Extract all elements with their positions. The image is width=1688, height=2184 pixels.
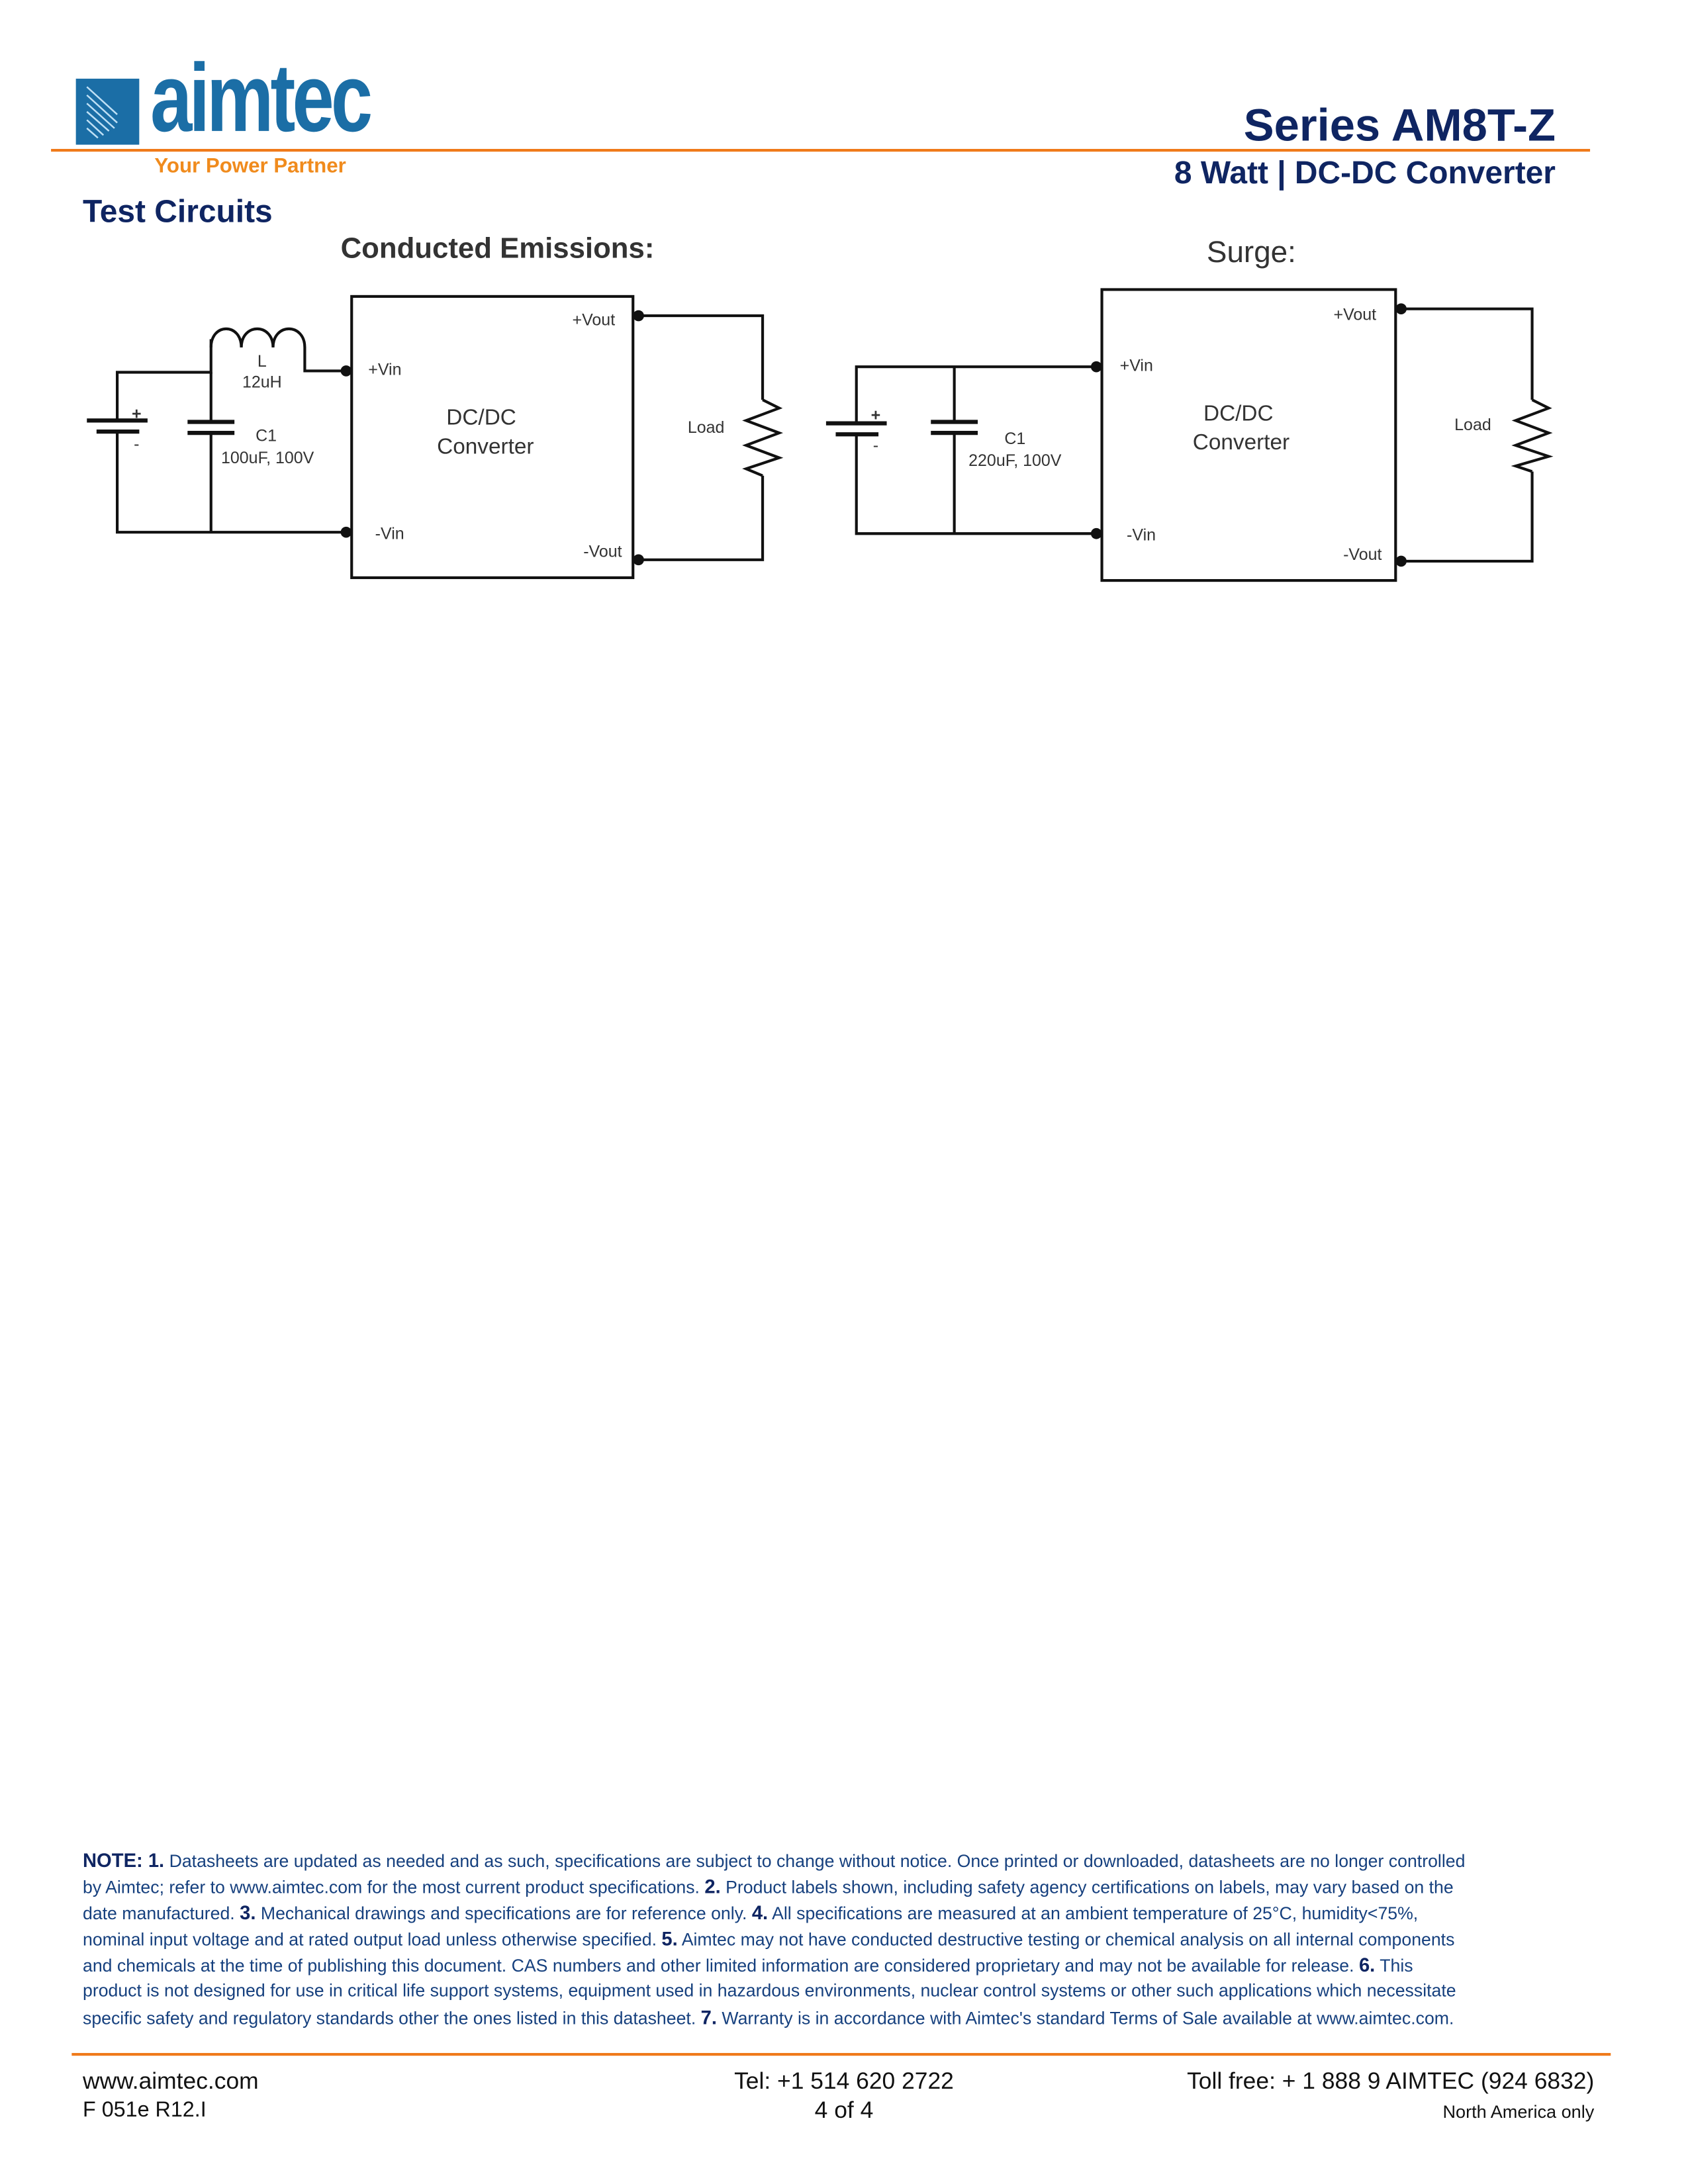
pin-label: -Vout [583, 543, 622, 561]
tagline: Your Power Partner [154, 154, 346, 178]
note-number: 5. [661, 1928, 678, 1950]
converter-box [350, 295, 635, 579]
pin-label: +Vout [1334, 305, 1377, 324]
note-text: product is not designed for use in criti… [82, 1980, 1456, 2001]
wire [638, 314, 765, 400]
wire [638, 475, 765, 561]
pin-label: +Vin [1120, 356, 1153, 375]
load-resistor-icon [1511, 398, 1554, 473]
pin-label: -Vin [375, 525, 404, 543]
footer-region: North America only [1442, 2101, 1595, 2122]
series-title: Series AM8T-Z [1243, 99, 1556, 151]
note-text: Mechanical drawings and specifications a… [256, 1903, 752, 1924]
note-number: 6. [1358, 1954, 1376, 1977]
battery-plus: + [132, 404, 142, 423]
note-text: Aimtec may not have conducted destructiv… [677, 1929, 1455, 1950]
converter-label: Converter [1193, 430, 1289, 455]
footer-form-code: F 051e R12.I [82, 2098, 207, 2122]
note-number: 3. [240, 1901, 256, 1924]
page-number: 4 of 4 [814, 2097, 874, 2124]
note-text: Product labels shown, including safety a… [720, 1876, 1454, 1897]
converter-label: DC/DC [1203, 401, 1274, 426]
capacitor-label: C1 [256, 427, 277, 445]
disclaimer-note: NOTE: 1. Datasheets are updated as neede… [83, 1848, 1465, 2030]
note-text: This [1375, 1955, 1413, 1977]
note-line: nominal input voltage and at rated outpu… [83, 1927, 1465, 1953]
wire [115, 339, 212, 421]
note-line: specific safety and regulatory standards… [83, 2004, 1465, 2030]
capacitor-value: 100uF, 100V [221, 449, 314, 467]
load-label: Load [1454, 416, 1491, 434]
wire [1401, 471, 1534, 563]
converter-label: Converter [437, 434, 534, 459]
note-line: NOTE: 1. Datasheets are updated as neede… [83, 1848, 1465, 1874]
aimtec-logo-icon [75, 78, 140, 145]
header-divider [51, 148, 1591, 152]
pin-label: -Vin [1127, 526, 1156, 545]
converter-label: DC/DC [446, 406, 516, 430]
wire [855, 365, 1097, 424]
note-number: NOTE: 1. [82, 1848, 165, 1872]
battery-minus: - [134, 435, 139, 453]
note-text: date manufactured. [82, 1903, 240, 1924]
note-line: date manufactured. 3. Mechanical drawing… [83, 1900, 1465, 1927]
note-line: and chemicals at the time of publishing … [83, 1953, 1465, 1979]
inductor-icon [209, 327, 306, 348]
capacitor-value: 220uF, 100V [968, 451, 1062, 470]
load-label: Load [688, 418, 725, 437]
note-number: 4. [751, 1901, 769, 1924]
wire [1401, 307, 1534, 400]
pin-label: -Vout [1343, 545, 1382, 564]
footer-tel: Tel: +1 514 620 2722 [734, 2068, 954, 2095]
note-text: by Aimtec; refer to www.aimtec.com for t… [82, 1876, 705, 1897]
converter-box [1100, 288, 1397, 582]
note-text: Warranty is in accordance with Aimtec's … [716, 2007, 1454, 2028]
note-text: specific safety and regulatory standards… [82, 2007, 701, 2028]
wire [115, 432, 346, 534]
pin-label: +Vin [368, 361, 401, 379]
inductor-label: L [258, 352, 267, 371]
circuit-title: Surge: [1207, 235, 1296, 269]
wire [303, 347, 346, 373]
note-line: by Aimtec; refer to www.aimtec.com for t… [83, 1874, 1465, 1900]
note-text: nominal input voltage and at rated outpu… [82, 1929, 662, 1950]
pin-label: +Vout [573, 311, 616, 330]
capacitor-label: C1 [1004, 430, 1025, 448]
wire [855, 434, 1097, 535]
circuit-title: Conducted Emissions: [341, 232, 655, 265]
battery-plus: + [871, 406, 881, 424]
footer-tollfree: Toll free: + 1 888 9 AIMTEC (924 6832) [1187, 2068, 1595, 2095]
battery-minus: - [873, 436, 878, 455]
note-text: Datasheets are updated as needed and as … [164, 1850, 1466, 1872]
note-number: 2. [704, 1875, 721, 1897]
inductor-value: 12uH [242, 373, 282, 391]
product-subtitle: 8 Watt | DC-DC Converter [1174, 154, 1556, 191]
section-title: Test Circuits [82, 193, 273, 229]
note-line: product is not designed for use in criti… [83, 1979, 1465, 2005]
note-text: and chemicals at the time of publishing … [82, 1955, 1359, 1977]
terminal-dots [340, 303, 1407, 567]
note-number: 7. [700, 2005, 717, 2028]
footer-website[interactable]: www.aimtec.com [82, 2068, 259, 2095]
note-text: All specifications are measured at an am… [768, 1903, 1419, 1924]
test-circuits-diagram: Conducted Emissions: L 12uH C1 100uF, 10… [87, 232, 1554, 582]
logo-wordmark: aimtec [150, 44, 373, 152]
footer-divider [71, 2053, 1611, 2056]
load-resistor-icon [742, 398, 784, 477]
